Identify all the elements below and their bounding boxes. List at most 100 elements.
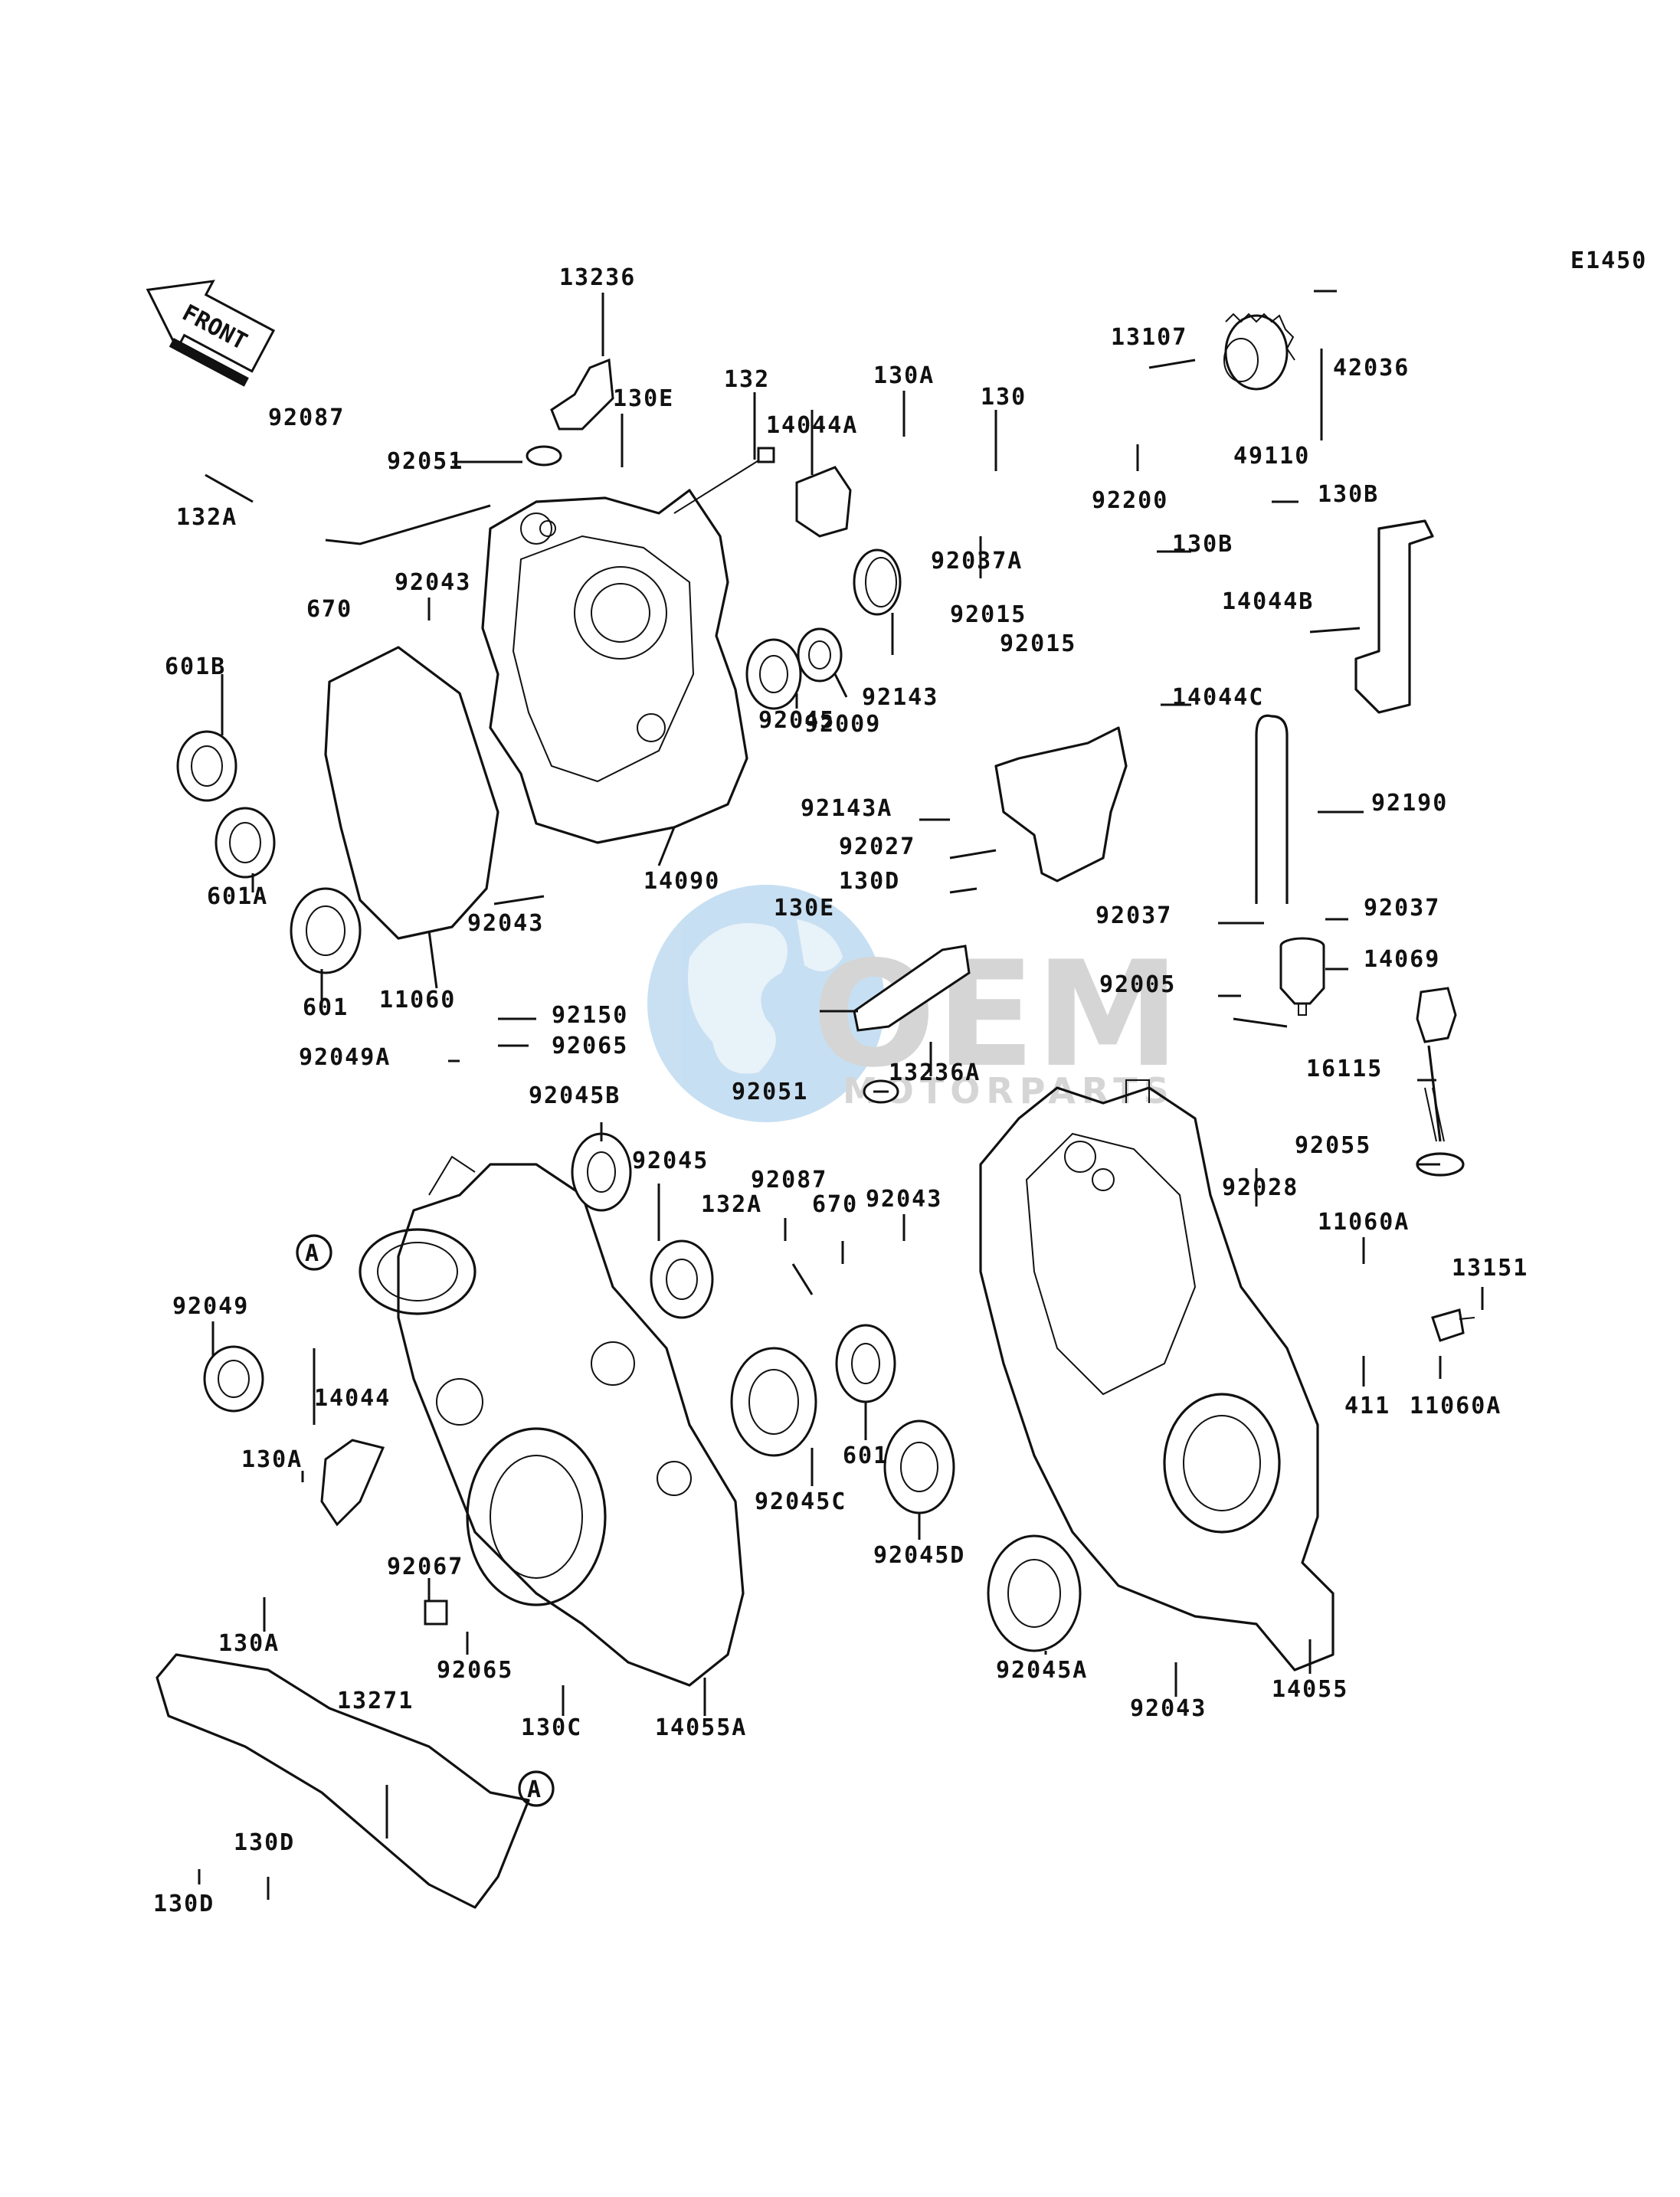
- label-14044[interactable]: 14044: [314, 1385, 391, 1412]
- label-92043-a[interactable]: 92043: [395, 569, 471, 596]
- shift-lever-13236: [550, 358, 614, 431]
- label-132a-b[interactable]: 132A: [701, 1191, 762, 1218]
- label-92055[interactable]: 92055: [1295, 1132, 1371, 1159]
- label-13107[interactable]: 13107: [1111, 324, 1187, 351]
- label-92065-a[interactable]: 92065: [552, 1033, 628, 1059]
- label-130e-b[interactable]: 130E: [774, 895, 835, 922]
- label-132[interactable]: 132: [724, 366, 770, 393]
- bolt-132: [673, 447, 775, 514]
- label-11060[interactable]: 11060: [379, 987, 456, 1013]
- label-49110[interactable]: 49110: [1233, 443, 1310, 470]
- label-11060a-a[interactable]: 11060A: [1318, 1209, 1410, 1236]
- label-92045b[interactable]: 92045B: [529, 1082, 621, 1109]
- label-130a-b[interactable]: 130A: [241, 1446, 303, 1473]
- label-92005[interactable]: 92005: [1099, 971, 1176, 998]
- label-92087-a[interactable]: 92087: [268, 404, 345, 431]
- label-92045-a[interactable]: 92045: [758, 707, 835, 734]
- label-92009[interactable]: 92009: [804, 711, 881, 738]
- svg-text:A: A: [527, 1776, 542, 1803]
- label-130[interactable]: 130: [981, 384, 1027, 411]
- label-92045a[interactable]: 92045A: [996, 1657, 1088, 1684]
- ring-92143: [853, 548, 902, 616]
- label-13236a[interactable]: 13236A: [889, 1059, 981, 1086]
- label-92037-b[interactable]: 92037: [1095, 902, 1172, 929]
- bracket-14044c: [994, 726, 1128, 882]
- label-92065-b[interactable]: 92065: [437, 1657, 513, 1684]
- label-92043-b[interactable]: 92043: [467, 910, 544, 937]
- label-13271[interactable]: 13271: [337, 1688, 414, 1714]
- label-14044a[interactable]: 14044A: [766, 412, 858, 439]
- label-130d-c[interactable]: 130D: [153, 1891, 215, 1917]
- label-14044b[interactable]: 14044B: [1222, 588, 1314, 615]
- label-601a[interactable]: 601A: [207, 883, 268, 910]
- seal-92051a: [526, 445, 562, 467]
- label-92190[interactable]: 92190: [1371, 790, 1448, 817]
- label-14055[interactable]: 14055: [1272, 1676, 1348, 1703]
- label-92015-b[interactable]: 92015: [1000, 630, 1076, 657]
- oil-pump-gear-49110: [1223, 313, 1295, 391]
- bearing-92045a: [987, 1534, 1082, 1652]
- bearing-601-mid: [835, 1324, 896, 1403]
- label-92045-c[interactable]: 92045: [632, 1148, 709, 1174]
- label-92143[interactable]: 92143: [862, 684, 938, 711]
- label-92045d[interactable]: 92045D: [873, 1542, 965, 1569]
- label-411[interactable]: 411: [1344, 1393, 1390, 1419]
- label-130b-b[interactable]: 130B: [1172, 531, 1233, 558]
- bracket-14044a: [795, 466, 852, 538]
- label-14069[interactable]: 14069: [1364, 946, 1440, 973]
- label-130d-b[interactable]: 130D: [234, 1829, 295, 1856]
- label-132a-a[interactable]: 132A: [176, 504, 237, 531]
- label-92043-c[interactable]: 92043: [866, 1186, 942, 1213]
- label-601-a[interactable]: 601: [303, 994, 349, 1021]
- label-92027[interactable]: 92027: [839, 833, 915, 860]
- crankcase-left-14055a: [359, 1155, 745, 1687]
- callout-a-bottom: A: [518, 1770, 555, 1807]
- label-601b[interactable]: 601B: [165, 653, 226, 680]
- label-92051-b[interactable]: 92051: [732, 1079, 808, 1105]
- label-13236[interactable]: 13236: [559, 264, 636, 291]
- label-92150[interactable]: 92150: [552, 1002, 628, 1029]
- label-92067[interactable]: 92067: [387, 1554, 463, 1580]
- label-130a-top[interactable]: 130A: [873, 362, 935, 389]
- bracket-14044b: [1354, 519, 1434, 714]
- label-601-c[interactable]: 601: [843, 1442, 889, 1469]
- label-92051-a[interactable]: 92051: [387, 448, 463, 475]
- label-92037-c[interactable]: 92037: [1364, 895, 1440, 922]
- label-92200[interactable]: 92200: [1092, 487, 1168, 514]
- svg-text:A: A: [305, 1240, 320, 1267]
- label-14055a[interactable]: 14055A: [655, 1714, 747, 1741]
- label-92049[interactable]: 92049: [172, 1293, 249, 1320]
- dipstick-16115: [1416, 987, 1457, 1142]
- label-92028[interactable]: 92028: [1222, 1174, 1298, 1201]
- globe-icon: [647, 885, 885, 1122]
- label-92043-d[interactable]: 92043: [1130, 1695, 1207, 1722]
- label-16115[interactable]: 16115: [1306, 1056, 1383, 1082]
- label-130b-a[interactable]: 130B: [1318, 481, 1379, 508]
- label-130a-c[interactable]: 130A: [218, 1630, 280, 1657]
- label-13151[interactable]: 13151: [1452, 1255, 1528, 1282]
- label-130d-a[interactable]: 130D: [839, 868, 900, 895]
- label-92049a[interactable]: 92049A: [299, 1044, 391, 1071]
- label-42036[interactable]: 42036: [1333, 355, 1410, 381]
- label-14090[interactable]: 14090: [644, 868, 720, 895]
- bearing-601a: [215, 807, 276, 879]
- label-92143a[interactable]: 92143A: [801, 795, 892, 822]
- bearing-92045b: [571, 1132, 632, 1212]
- label-130e-a[interactable]: 130E: [613, 385, 674, 412]
- diagram-code: E1450: [1570, 247, 1647, 274]
- part-labels: 13236 92087 92051 130E 132 130A 14044A 1…: [153, 264, 1528, 1917]
- label-92045c[interactable]: 92045C: [755, 1488, 847, 1515]
- bearing-92045-mid: [650, 1239, 714, 1319]
- label-92087-b[interactable]: 92087: [751, 1167, 827, 1193]
- bracket-14044: [320, 1439, 385, 1527]
- seal-92009: [797, 627, 843, 683]
- label-92037a[interactable]: 92037A: [931, 548, 1023, 575]
- label-11060a-b[interactable]: 11060A: [1410, 1393, 1502, 1419]
- label-670-a[interactable]: 670: [306, 596, 352, 623]
- label-670-b[interactable]: 670: [812, 1191, 858, 1218]
- seal-92049: [203, 1345, 264, 1413]
- label-14044c[interactable]: 14044C: [1172, 684, 1264, 711]
- label-130c[interactable]: 130C: [521, 1714, 582, 1741]
- label-92015-a[interactable]: 92015: [950, 601, 1027, 628]
